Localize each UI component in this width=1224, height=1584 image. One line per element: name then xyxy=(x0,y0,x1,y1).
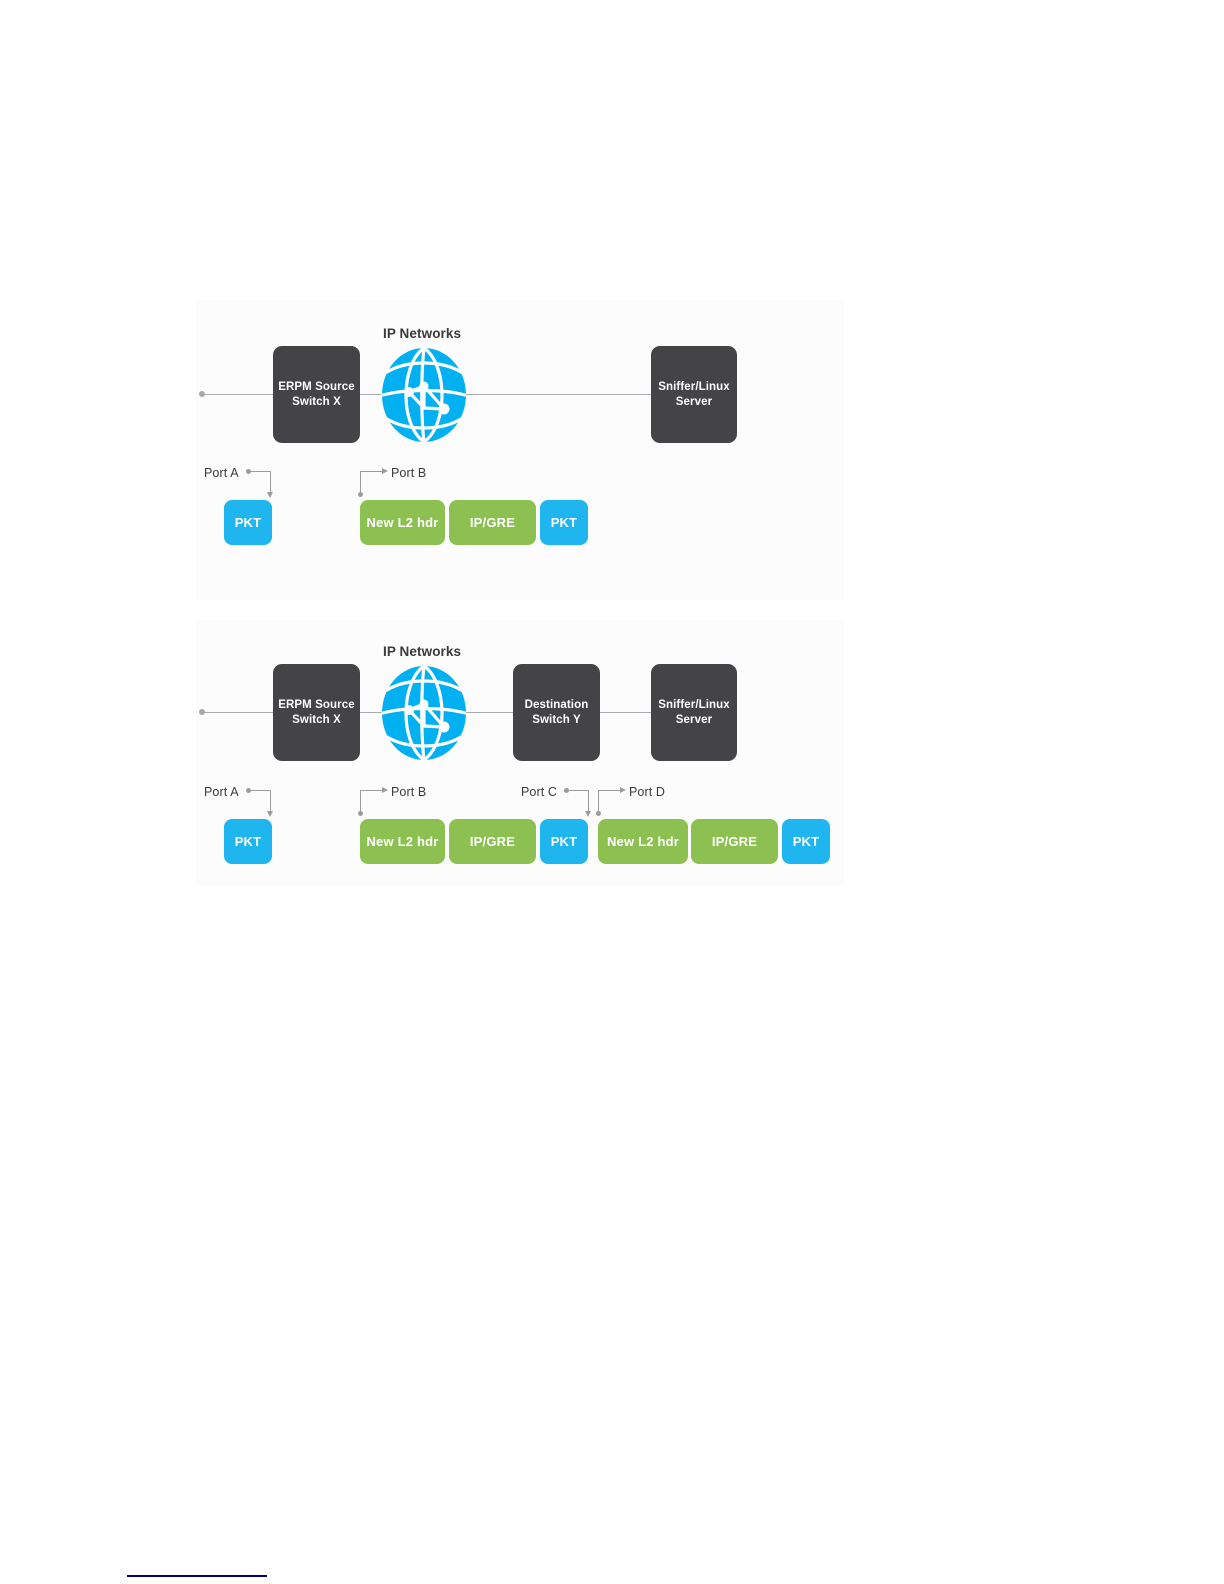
port-b-leader-vertical xyxy=(360,791,362,813)
link-endpoint-dot xyxy=(199,709,205,715)
packet-segment-pkt[interactable]: PKT xyxy=(782,819,830,864)
cloud-title-ip-networks: IP Networks xyxy=(383,326,462,341)
packet-segment-pkt[interactable]: PKT xyxy=(224,819,272,864)
port-a-leader-horizontal xyxy=(250,790,271,792)
link-line-cloud-to-sniffer xyxy=(466,393,652,396)
link-line-cloud-to-destination xyxy=(466,711,514,714)
packet-segment-ip-gre[interactable]: IP/GRE xyxy=(449,819,536,864)
link-line-ingress xyxy=(203,393,274,396)
packet-segment-pkt[interactable]: PKT xyxy=(540,819,588,864)
port-c-leader-vertical xyxy=(588,790,590,813)
port-callout-label-port-a: Port A xyxy=(204,785,239,799)
port-a-leader-dot xyxy=(246,469,251,474)
packet-segment-new-l2-hdr[interactable]: New L2 hdr xyxy=(360,819,445,864)
link-endpoint-dot xyxy=(199,391,205,397)
packet-segment-ip-gre[interactable]: IP/GRE xyxy=(449,500,536,545)
port-callout-label-port-d: Port D xyxy=(629,785,666,799)
link-line-switch-to-cloud xyxy=(360,711,390,714)
port-d-leader-vertical xyxy=(598,791,600,813)
port-callout-label-port-a: Port A xyxy=(204,466,239,480)
globe-network-icon xyxy=(381,346,467,444)
port-b-leader-dot xyxy=(357,811,363,816)
footnote-separator-rule xyxy=(127,1575,267,1577)
packet-segment-ip-gre[interactable]: IP/GRE xyxy=(691,819,778,864)
port-b-leader-vertical xyxy=(360,472,362,494)
link-line-switch-to-cloud xyxy=(360,393,390,396)
link-line-ingress xyxy=(203,711,274,714)
port-b-leader-dot xyxy=(357,492,363,497)
packet-segment-new-l2-hdr[interactable]: New L2 hdr xyxy=(360,500,445,545)
port-b-leader-horizontal xyxy=(360,790,382,792)
packet-segment-pkt[interactable]: PKT xyxy=(224,500,272,545)
port-a-leader-vertical xyxy=(270,790,272,813)
port-c-leader-horizontal xyxy=(568,790,589,792)
globe-network-icon xyxy=(381,664,467,762)
port-c-leader-dot xyxy=(564,788,569,793)
port-b-leader-horizontal xyxy=(360,471,382,473)
port-callout-label-port-b: Port B xyxy=(391,466,427,480)
port-a-leader-vertical xyxy=(270,471,272,494)
port-c-leader-arrowhead xyxy=(585,811,591,817)
port-a-leader-dot xyxy=(246,788,251,793)
port-d-leader-horizontal xyxy=(598,790,620,792)
port-b-leader-arrowhead xyxy=(382,787,388,793)
port-a-leader-arrowhead xyxy=(267,811,273,817)
port-callout-label-port-c: Port C xyxy=(521,785,558,799)
link-line-destination-to-sniffer xyxy=(600,711,652,714)
port-d-leader-arrowhead xyxy=(620,787,626,793)
cloud-title-ip-networks: IP Networks xyxy=(383,644,462,659)
port-a-leader-arrowhead xyxy=(267,492,273,498)
port-a-leader-horizontal xyxy=(250,471,271,473)
port-d-leader-dot xyxy=(595,811,601,816)
figure-plate-top xyxy=(196,300,844,600)
port-b-leader-arrowhead xyxy=(382,468,388,474)
packet-segment-pkt[interactable]: PKT xyxy=(540,500,588,545)
port-callout-label-port-b: Port B xyxy=(391,785,427,799)
packet-segment-new-l2-hdr[interactable]: New L2 hdr xyxy=(598,819,688,864)
